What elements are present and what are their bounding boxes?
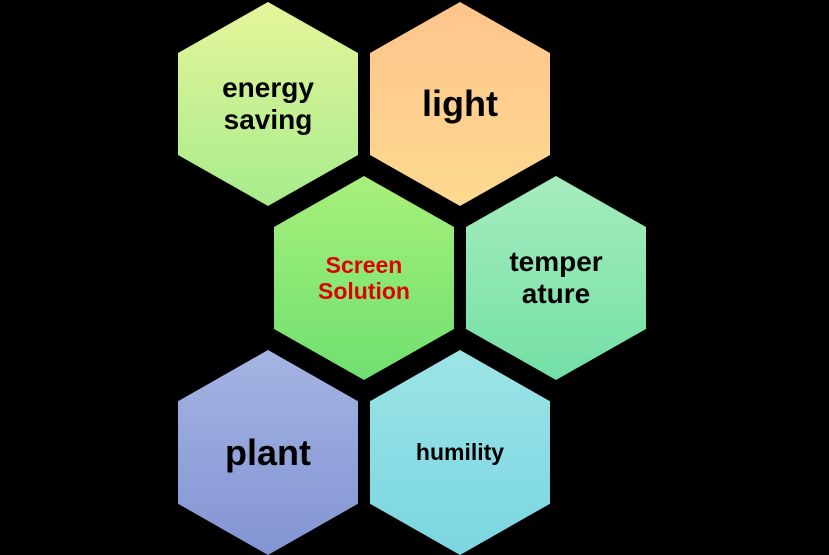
hexagon-temperature xyxy=(466,176,646,380)
hexagon-energy-saving xyxy=(178,2,358,206)
hexagon-light xyxy=(370,2,550,206)
hexagon-label-energy-saving: energy saving xyxy=(222,71,314,135)
hexagon-plant xyxy=(178,350,358,555)
hexagon-label-screen-solution: Screen Solution xyxy=(318,251,410,304)
hexagon-label-light: light xyxy=(422,83,498,125)
hexagon-humility xyxy=(370,350,550,555)
hexagon-label-plant: plant xyxy=(225,431,311,473)
hexagon-screen-solution xyxy=(274,176,454,380)
hexagon-label-temperature: temper ature xyxy=(509,245,603,309)
hexagon-label-humility: humility xyxy=(415,439,505,466)
